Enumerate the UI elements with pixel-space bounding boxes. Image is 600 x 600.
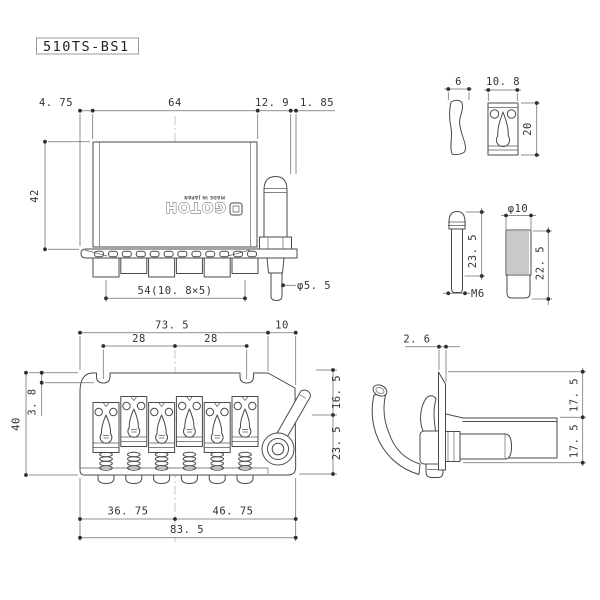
dim-label: 10 <box>275 320 289 332</box>
dim-label: 17. 5 <box>569 424 581 458</box>
tremolo-block-rear <box>92 141 258 248</box>
made-in-label: MADE IN JAPAN <box>184 195 225 200</box>
dim-label: 22. 5 <box>535 246 547 280</box>
dim-label: 10. 8 <box>486 76 520 88</box>
dim-label: 20 <box>522 122 534 136</box>
dim-label: 28 <box>132 333 146 345</box>
string-ferrules <box>97 474 254 484</box>
side-view-dimensions: 2. 6 17. 5 17. 5 <box>403 334 586 466</box>
dim-label: φ5. 5 <box>297 280 331 292</box>
plate-edge-side <box>438 371 446 471</box>
dim-label: φ10 <box>508 203 528 215</box>
threaded-shaft <box>459 433 512 460</box>
model-number: 510TS-BS1 <box>43 39 130 55</box>
dim-label: 1. 85 <box>300 97 334 109</box>
rear-view-part: GOTOH MADE IN JAPAN <box>80 141 298 301</box>
tremolo-arm-front <box>271 389 312 448</box>
dim-label: 3. 8 <box>27 388 39 415</box>
baseplate-edge <box>80 248 298 259</box>
dim-label: 23. 5 <box>467 234 479 268</box>
sustain-block-side <box>445 413 558 459</box>
dim-label: 2. 6 <box>403 334 430 346</box>
dim-label: 17. 5 <box>569 378 581 412</box>
side-view-part <box>371 371 558 478</box>
rear-view-dimensions: 4. 75 64 12. 9 1. 85 42 54(10. 8×5) φ5. … <box>29 97 335 302</box>
dim-label: 6 <box>455 76 462 88</box>
stud-shaft <box>451 228 463 293</box>
arm-collar <box>266 257 285 274</box>
dim-label: 42 <box>29 189 41 203</box>
dim-label: 73. 5 <box>155 320 189 332</box>
tremolo-arm-rear <box>259 176 292 251</box>
side-view: 2. 6 17. 5 17. 5 <box>371 334 586 478</box>
dim-label: 83. 5 <box>170 524 204 536</box>
bushing-dimensions: φ10 22. 5 <box>501 203 552 305</box>
dim-label: M6 <box>471 288 485 300</box>
stud-dimensions: 23. 5 M6 <box>443 208 485 300</box>
arm-rod <box>270 272 283 301</box>
saddle-side-profile <box>449 99 466 156</box>
title-block: 510TS-BS1 <box>36 37 139 55</box>
arm-holder-lever <box>420 395 437 432</box>
dim-label: 23. 5 <box>331 426 343 460</box>
dim-label: 28 <box>204 333 218 345</box>
stud-head <box>448 211 466 230</box>
saddle-detail-view: 6 10. 8 20 <box>444 76 540 157</box>
dim-label: 64 <box>168 97 182 109</box>
arm-pivot <box>261 432 295 466</box>
front-view-part <box>79 372 312 484</box>
dim-label: 40 <box>11 417 23 431</box>
front-view: 73. 5 10 28 28 40 3. 8 16. 5 23. 5 36. 7… <box>11 320 343 542</box>
saddle-dimensions: 6 10. 8 20 <box>444 76 540 157</box>
arm-stud-view: 23. 5 M6 <box>443 208 485 300</box>
front-view-dimensions: 73. 5 10 28 28 40 3. 8 16. 5 23. 5 36. 7… <box>11 320 343 541</box>
rear-view: GOTOH MADE IN JAPAN <box>29 97 335 302</box>
dim-label: 36. 75 <box>108 506 149 518</box>
bushing-view: φ10 22. 5 <box>501 203 552 305</box>
dim-label: 16. 5 <box>331 375 343 409</box>
dim-label: 4. 75 <box>39 97 73 109</box>
dim-label: 54(10. 8×5) <box>137 285 212 297</box>
brand-name: GOTOH <box>164 199 226 215</box>
brand-logo: GOTOH MADE IN JAPAN <box>164 195 243 216</box>
saddle-tails <box>92 257 259 278</box>
dim-label: 12. 9 <box>255 97 289 109</box>
saddle-top-view <box>487 102 519 156</box>
dim-label: 46. 75 <box>213 506 254 518</box>
bushing-tip <box>506 274 531 299</box>
tremolo-arm-side <box>371 392 421 475</box>
